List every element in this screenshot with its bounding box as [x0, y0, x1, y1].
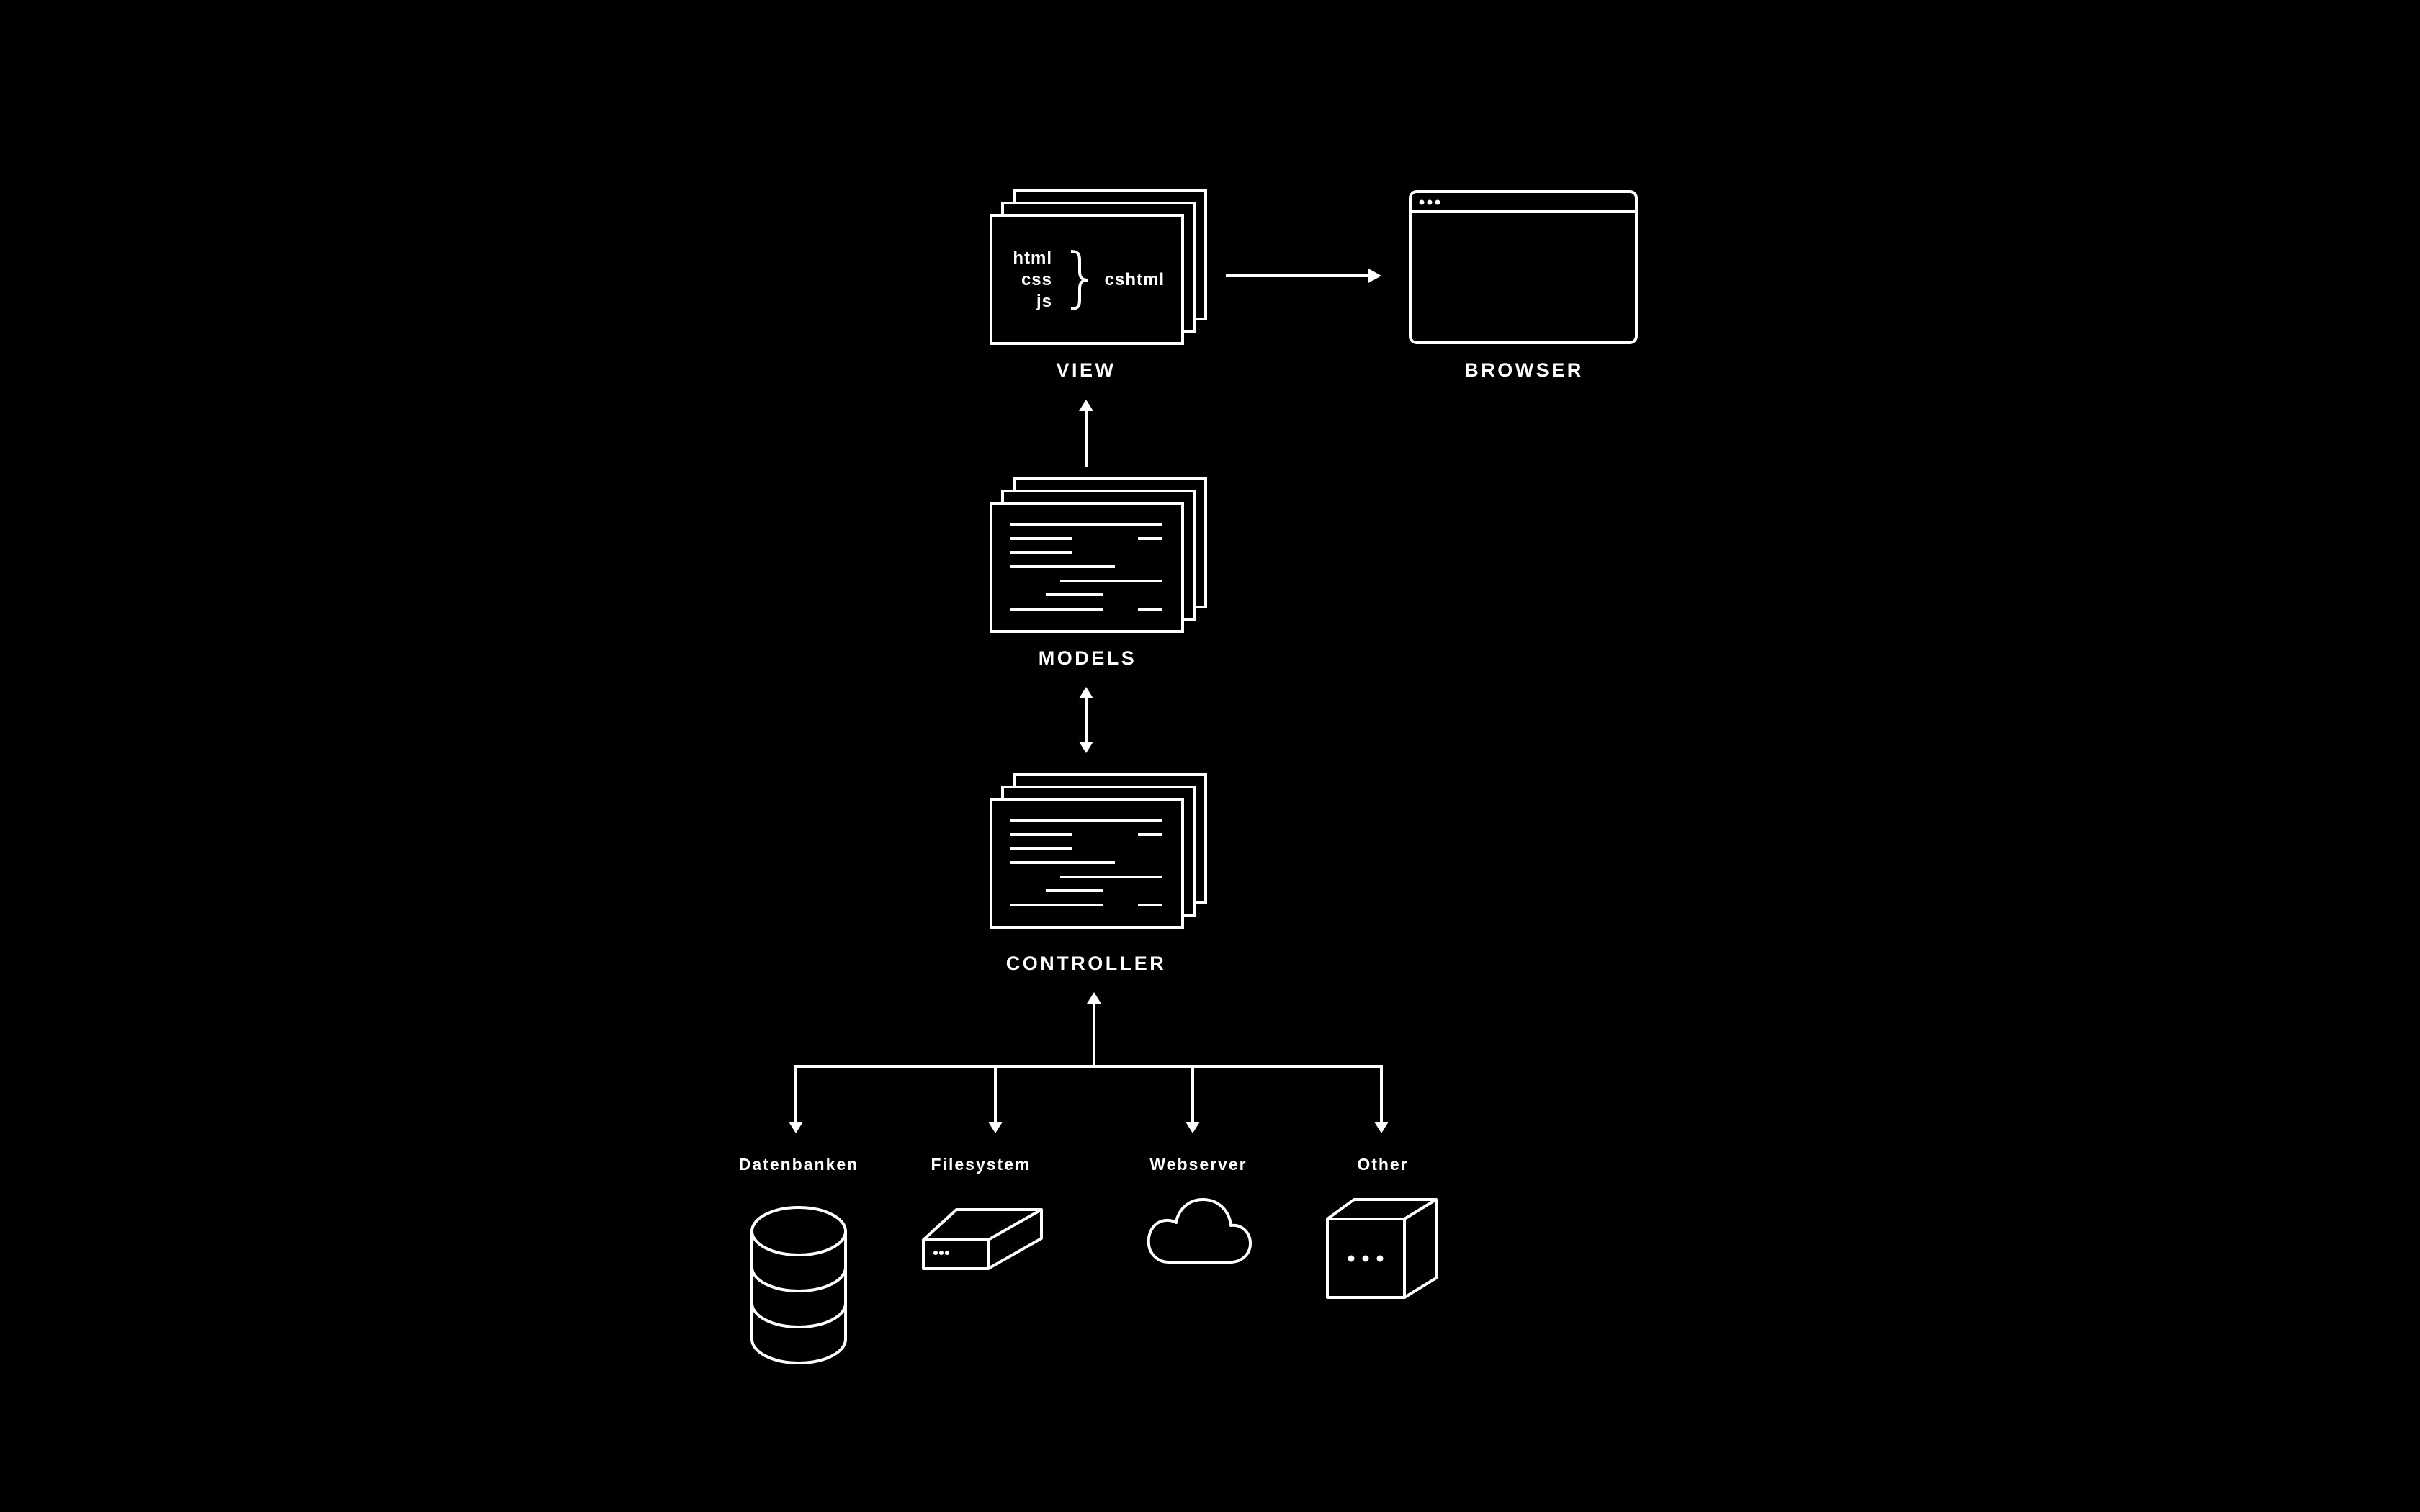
browser-node: BROWSER	[1409, 190, 1638, 381]
view-code-line-html: html	[1013, 248, 1052, 268]
view-code-line-css: css	[1021, 270, 1052, 289]
browser-label: BROWSER	[1464, 359, 1584, 381]
view-output-label: cshtml	[1105, 270, 1165, 289]
source-other: Other	[1326, 1155, 1438, 1299]
view-documents-icon: html css js cshtml	[990, 189, 1207, 345]
models-label: MODELS	[1039, 647, 1137, 669]
view-code-line-js: js	[1036, 292, 1052, 311]
source-label-datenbanken: Datenbanken	[739, 1155, 859, 1174]
cloud-icon	[1147, 1198, 1252, 1264]
controller-label: CONTROLLER	[1006, 953, 1166, 974]
view-node: html css js cshtml VIEW	[990, 189, 1207, 381]
source-label-filesystem: Filesystem	[931, 1155, 1031, 1174]
database-icon	[750, 1206, 847, 1364]
source-webserver: Webserver	[1147, 1155, 1252, 1264]
models-node: MODELS	[990, 477, 1207, 669]
arrow-view-to-browser	[1226, 269, 1381, 283]
box-icon	[1326, 1198, 1438, 1299]
view-code-lines: html css js	[1013, 248, 1052, 311]
models-documents-icon	[990, 477, 1207, 633]
controller-node: CONTROLLER	[990, 773, 1207, 974]
view-label: VIEW	[1056, 359, 1116, 381]
source-label-other: Other	[1357, 1155, 1408, 1174]
arrow-models-to-view	[1079, 400, 1093, 467]
source-datenbanken: Datenbanken	[739, 1155, 859, 1364]
sources-connector	[789, 992, 1389, 1133]
browser-window-icon	[1409, 190, 1638, 344]
curly-brace-icon	[1070, 250, 1088, 310]
source-label-webserver: Webserver	[1150, 1155, 1247, 1174]
source-filesystem: Filesystem	[922, 1155, 1043, 1270]
drive-icon	[922, 1208, 1043, 1270]
controller-documents-icon	[990, 773, 1207, 929]
arrow-models-controller-bidirectional	[1079, 687, 1093, 753]
